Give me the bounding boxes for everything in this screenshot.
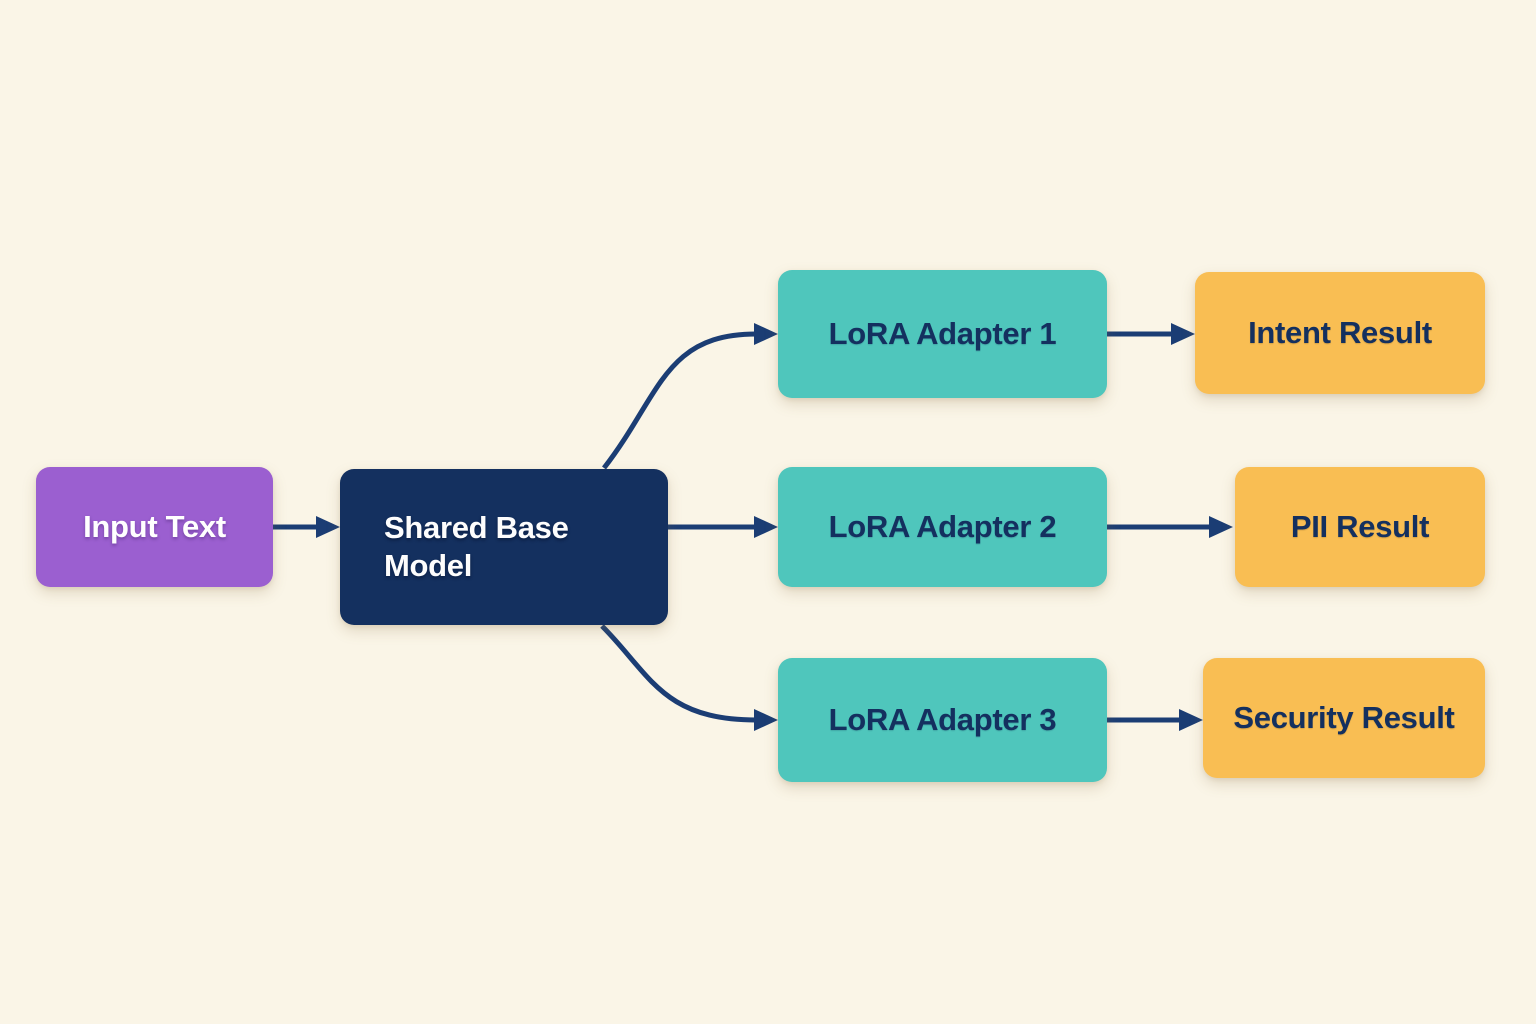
- arrow-base-to-adapter2: [668, 516, 778, 538]
- node-intent-result-label: Intent Result: [1248, 315, 1432, 351]
- node-input-text-label: Input Text: [83, 509, 226, 545]
- arrow-base-to-adapter3: [600, 624, 778, 731]
- node-lora-adapter-1-label: LoRA Adapter 1: [828, 316, 1057, 352]
- node-lora-adapter-2-label: LoRA Adapter 2: [828, 509, 1057, 545]
- node-security-result-label: Security Result: [1233, 700, 1455, 736]
- arrow-input-to-base: [273, 516, 340, 538]
- node-lora-adapter-3-label: LoRA Adapter 3: [828, 702, 1057, 738]
- node-shared-base-model-label: Shared Base Model: [384, 510, 569, 583]
- node-lora-adapter-2: LoRA Adapter 2: [778, 467, 1107, 587]
- arrow-base-to-adapter1: [602, 323, 778, 470]
- node-intent-result: Intent Result: [1195, 272, 1485, 394]
- arrow-adapter1-to-intent: [1107, 323, 1195, 345]
- node-shared-base-model: Shared Base Model: [340, 469, 668, 625]
- arrow-adapter2-to-pii: [1107, 516, 1233, 538]
- node-input-text: Input Text: [36, 467, 273, 587]
- node-pii-result-label: PII Result: [1290, 509, 1430, 545]
- node-security-result: Security Result: [1203, 658, 1485, 778]
- node-lora-adapter-1: LoRA Adapter 1: [778, 270, 1107, 398]
- node-pii-result: PII Result: [1235, 467, 1485, 587]
- arrow-adapter3-to-security: [1107, 709, 1203, 731]
- node-lora-adapter-3: LoRA Adapter 3: [778, 658, 1107, 782]
